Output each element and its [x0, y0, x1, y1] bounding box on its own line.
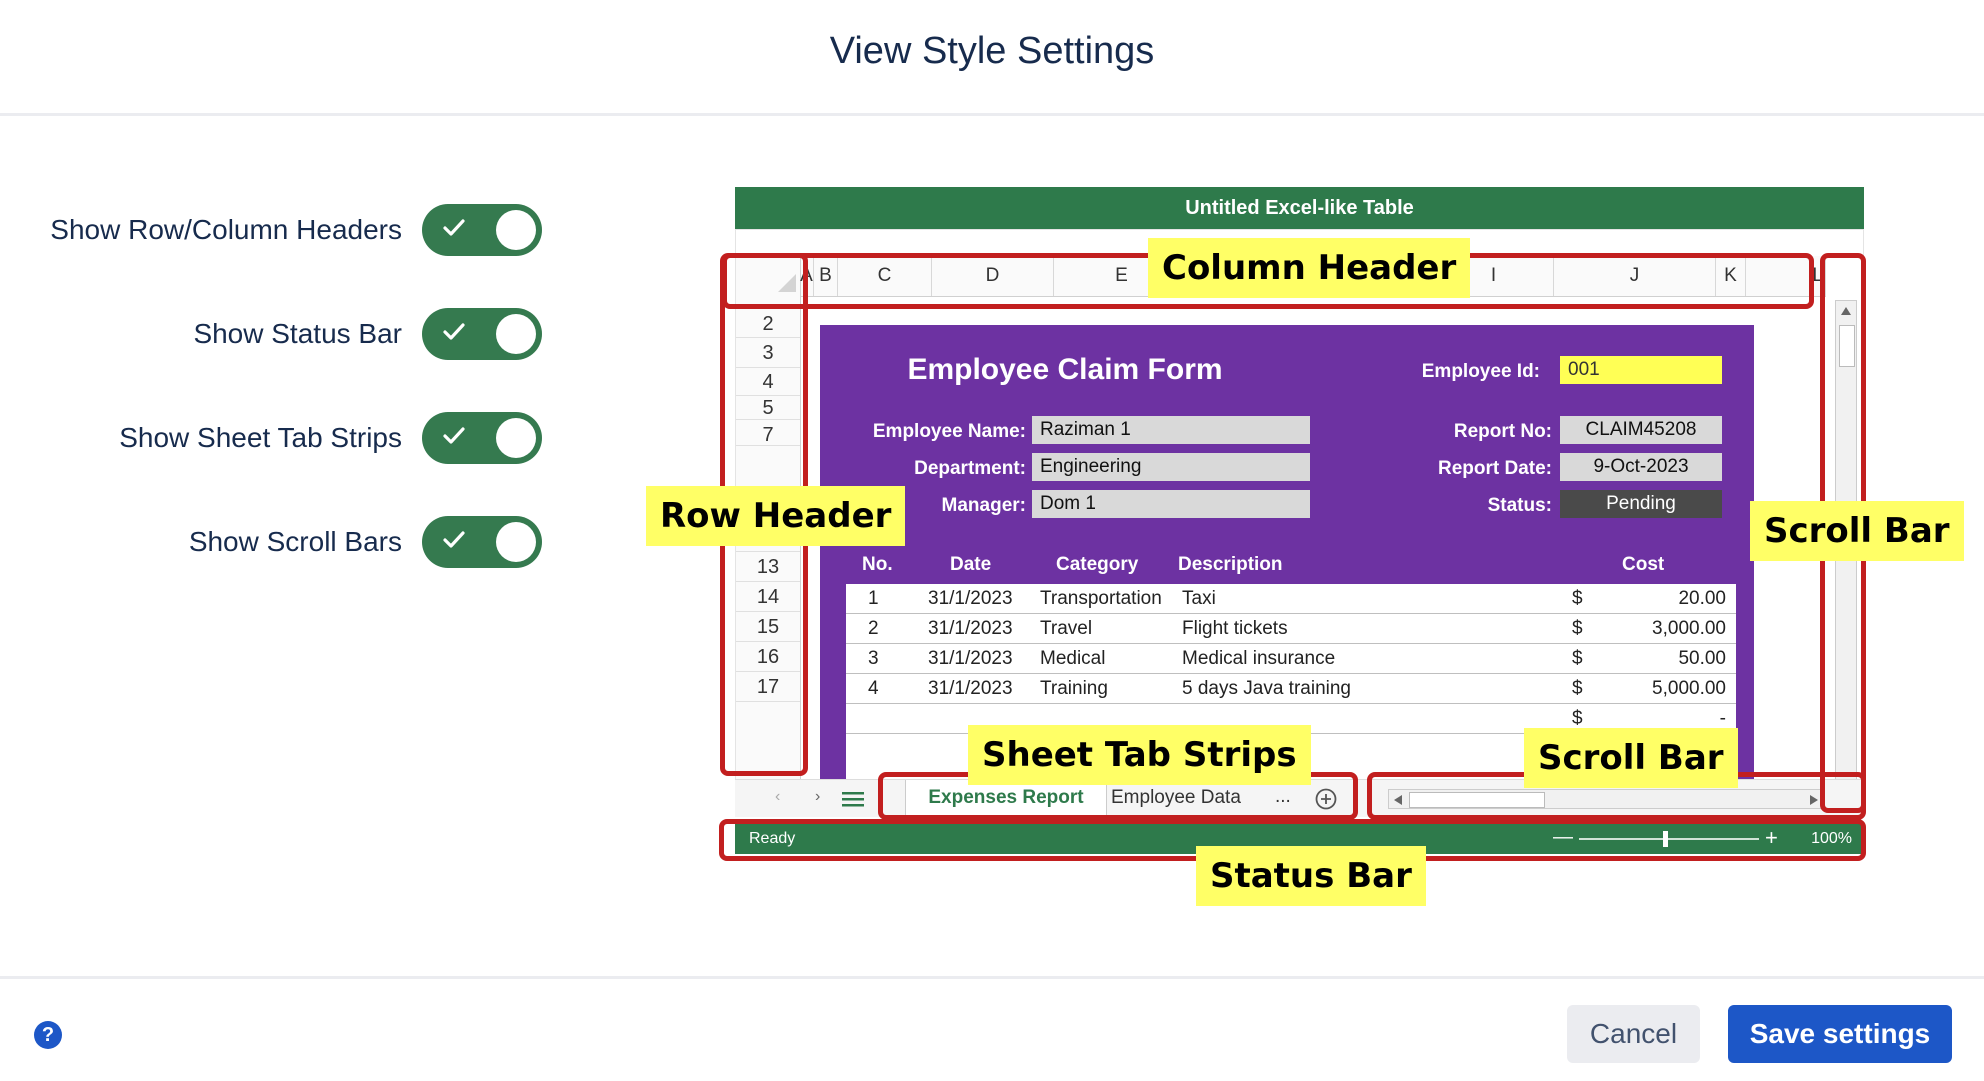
check-icon — [443, 219, 465, 236]
row-header-cell[interactable]: 13 — [736, 552, 800, 582]
column-header-cell[interactable]: L — [1746, 256, 1826, 296]
table-row[interactable]: 1 31/1/2023 Transportation Taxi $ 20.00 — [846, 584, 1736, 614]
table-row[interactable]: 4 31/1/2023 Training 5 days Java trainin… — [846, 674, 1736, 704]
table-row[interactable]: 2 31/1/2023 Travel Flight tickets $ 3,00… — [846, 614, 1736, 644]
workbook-title: Untitled Excel-like Table — [735, 187, 1864, 229]
setting-label: Show Status Bar — [193, 318, 402, 349]
report-date-cell[interactable]: 9-Oct-2023 — [1560, 453, 1722, 481]
employee-name-cell[interactable]: Raziman 1 — [1032, 416, 1310, 444]
report-no-label: Report No: — [1453, 421, 1552, 442]
callout-sheet-tab-strips: Sheet Tab Strips — [968, 725, 1311, 785]
setting-row-headers: Show Row/Column Headers — [0, 200, 548, 260]
dialog-title: View Style Settings — [829, 30, 1155, 72]
row-header-cell[interactable]: 5 — [736, 396, 800, 420]
scroll-left-icon[interactable] — [1394, 795, 1402, 805]
manager-cell[interactable]: Dom 1 — [1032, 490, 1310, 518]
status-ready: Ready — [749, 830, 796, 847]
employee-name-label: Employee Name: — [872, 421, 1026, 442]
column-header-cell[interactable]: C — [838, 256, 932, 296]
vertical-scroll-thumb[interactable] — [1839, 325, 1855, 367]
help-icon[interactable]: ? — [34, 1021, 62, 1049]
toggle-status-bar[interactable] — [422, 308, 542, 360]
zoom-slider-thumb[interactable] — [1663, 831, 1668, 847]
zoom-in-button[interactable]: + — [1765, 825, 1778, 850]
report-date-label: Report Date: — [1437, 458, 1552, 479]
callout-row-header: Row Header — [646, 486, 906, 546]
toggle-knob — [496, 522, 536, 562]
check-icon — [443, 531, 465, 548]
setting-label: Show Row/Column Headers — [50, 214, 402, 245]
zoom-slider-track[interactable] — [1579, 838, 1759, 840]
callout-column-header: Column Header — [1148, 238, 1471, 298]
check-icon — [443, 323, 465, 340]
tab-expenses-report[interactable]: Expenses Report — [905, 780, 1107, 816]
scroll-up-icon[interactable] — [1841, 307, 1851, 315]
column-header-cell[interactable]: J — [1554, 256, 1716, 296]
column-header-cell[interactable]: D — [932, 256, 1054, 296]
department-label: Department: — [914, 458, 1026, 479]
setting-label: Show Sheet Tab Strips — [119, 422, 402, 453]
toggle-row-column-headers[interactable] — [422, 204, 542, 256]
row-header-cell[interactable]: 4 — [736, 368, 800, 396]
col-description-header: Description — [1178, 554, 1283, 575]
scroll-right-icon[interactable] — [1810, 795, 1818, 805]
sheet-list-icon[interactable] — [842, 791, 864, 807]
report-no-cell[interactable]: CLAIM45208 — [1560, 416, 1722, 444]
status-cell[interactable]: Pending — [1560, 490, 1722, 518]
col-date-header: Date — [950, 554, 992, 575]
col-no-header: No. — [862, 554, 893, 575]
toggle-knob — [496, 314, 536, 354]
employee-id-label: Employee Id: — [1421, 361, 1540, 382]
callout-scroll-bar-horizontal: Scroll Bar — [1524, 728, 1738, 788]
callout-scroll-bar-vertical: Scroll Bar — [1750, 501, 1964, 561]
row-header-cell[interactable]: 2 — [736, 310, 800, 338]
column-header-cell[interactable]: K — [1716, 256, 1746, 296]
table-row[interactable]: 3 31/1/2023 Medical Medical insurance $ … — [846, 644, 1736, 674]
dialog-header: View Style Settings — [0, 0, 1984, 116]
row-header-cell[interactable]: 16 — [736, 642, 800, 672]
col-cost-header: Cost — [1622, 554, 1665, 575]
tab-scroll-right-icon[interactable]: › — [815, 788, 821, 805]
row-header-cell[interactable]: 14 — [736, 582, 800, 612]
zoom-out-button[interactable]: — — [1553, 826, 1573, 848]
save-settings-button[interactable]: Save settings — [1728, 1005, 1952, 1063]
dialog-footer: ? Cancel Save settings — [0, 976, 1984, 1081]
tab-employee-data[interactable]: Employee Data — [1111, 787, 1241, 808]
manager-label: Manager: — [941, 495, 1026, 516]
col-category-header: Category — [1056, 554, 1139, 575]
check-icon — [443, 427, 465, 444]
toggle-knob — [496, 418, 536, 458]
setting-scroll-bars: Show Scroll Bars — [0, 512, 548, 572]
column-header-cell[interactable]: I — [1434, 256, 1554, 296]
select-all-corner[interactable] — [736, 256, 801, 296]
setting-label: Show Scroll Bars — [188, 526, 402, 557]
department-cell[interactable]: Engineering — [1032, 453, 1310, 481]
form-title: Employee Claim Form — [907, 353, 1223, 386]
more-tabs-button[interactable]: ... — [1275, 786, 1291, 807]
horizontal-scrollbar[interactable] — [1388, 789, 1824, 809]
setting-status-bar: Show Status Bar — [0, 304, 548, 364]
row-header-cell[interactable]: 15 — [736, 612, 800, 642]
cancel-button[interactable]: Cancel — [1567, 1005, 1700, 1063]
row-header-cell[interactable]: 17 — [736, 672, 800, 702]
zoom-level: 100% — [1811, 830, 1852, 847]
toggle-knob — [496, 210, 536, 250]
row-header-cell[interactable]: 3 — [736, 338, 800, 368]
row-header-cell[interactable]: 7 — [736, 424, 800, 446]
status-label: Status: — [1487, 495, 1552, 516]
employee-id-cell[interactable]: 001 — [1560, 356, 1722, 384]
toggle-scroll-bars[interactable] — [422, 516, 542, 568]
column-header-cell[interactable]: B — [814, 256, 838, 296]
toggle-sheet-tab-strips[interactable] — [422, 412, 542, 464]
add-sheet-icon[interactable] — [1315, 788, 1337, 810]
horizontal-scroll-thumb[interactable] — [1409, 792, 1545, 808]
tab-scroll-left-icon[interactable]: ‹ — [775, 788, 781, 805]
setting-sheet-tabs: Show Sheet Tab Strips — [0, 408, 548, 468]
callout-status-bar: Status Bar — [1196, 846, 1426, 906]
